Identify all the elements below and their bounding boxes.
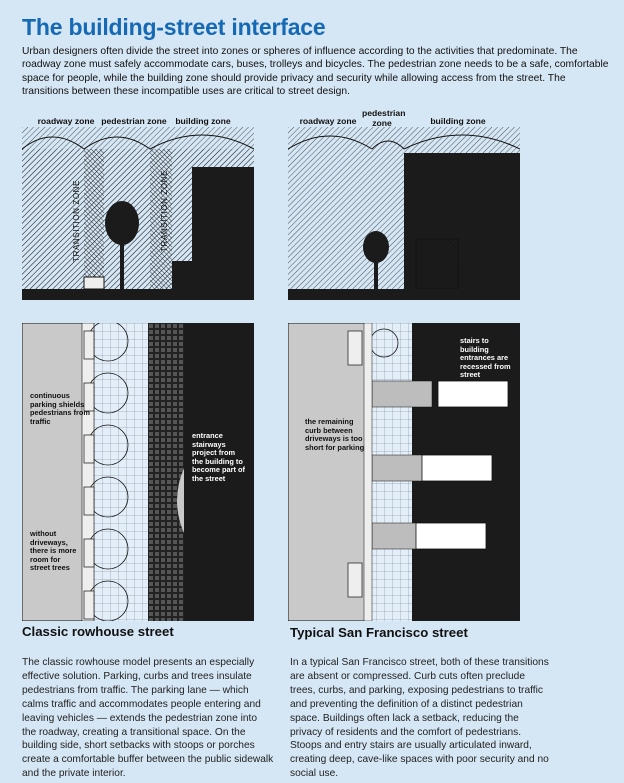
pedestrian-zone-label-left: pedestrian zone (101, 116, 167, 126)
parking-annotation: continuous parking shields pedestrians f… (30, 391, 90, 426)
building-zone-label-left: building zone (175, 116, 231, 126)
rowhouse-section-diagram (22, 127, 254, 300)
roadway-zone-label-left: roadway zone (37, 116, 95, 126)
pedestrian-zone-label-right: pedestrian zone (362, 108, 406, 128)
san-francisco-plan-diagram (288, 323, 520, 621)
curb-annotation: the remaining curb between driveways is … (305, 417, 365, 452)
page-title: The building-street interface (22, 14, 326, 40)
rowhouse-body-text: The classic rowhouse model presents an e… (22, 657, 274, 780)
transition-zone-label-1: TRANSITION ZONE (72, 180, 81, 262)
rowhouse-plan-diagram (22, 323, 254, 621)
rowhouse-caption: Classic rowhouse street (22, 624, 174, 639)
roadway-zone-label-right: roadway zone (299, 116, 357, 126)
building-zone-label-right: building zone (430, 116, 486, 126)
intro-paragraph: Urban designers often divide the street … (22, 46, 609, 98)
san-francisco-body-text: In a typical San Francisco street, both … (290, 657, 549, 780)
san-francisco-section-diagram (288, 127, 520, 300)
driveways-annotation: without driveways, there is more room fo… (30, 529, 77, 573)
san-francisco-caption: Typical San Francisco street (290, 625, 468, 640)
entrance-annotation: entrance stairways project from the buil… (192, 431, 245, 483)
transition-zone-label-2: TRANSITION ZONE (160, 170, 169, 252)
stairs-annotation: stairs to building entrances are recesse… (460, 336, 511, 380)
